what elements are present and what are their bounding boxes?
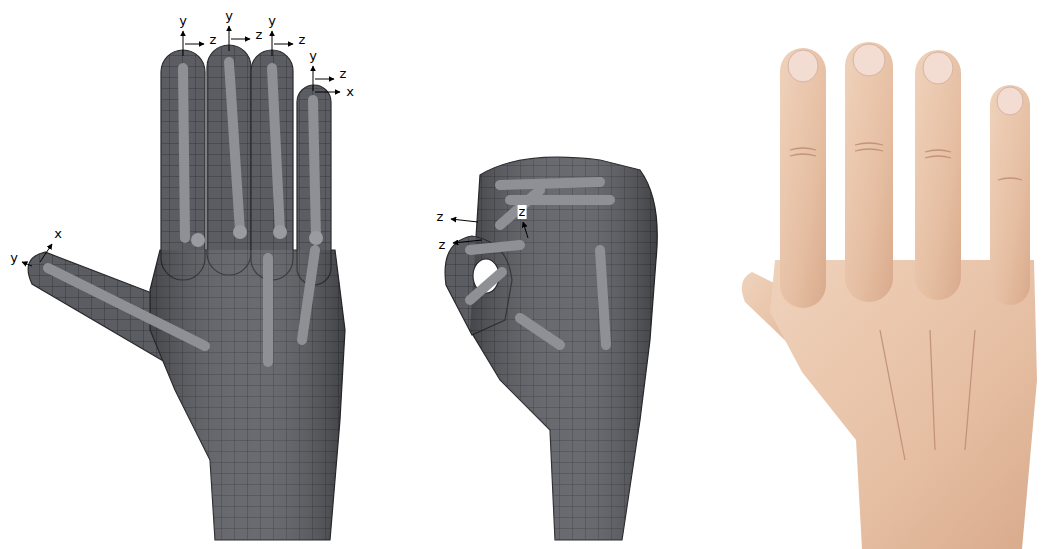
axis-label: z [298, 33, 307, 47]
axis-label: y [178, 14, 188, 28]
axis-label: z [209, 33, 218, 47]
fingernails [788, 44, 1023, 115]
axis-label: z [436, 210, 445, 224]
axis-label: z [518, 205, 527, 219]
axis-label: z [438, 238, 447, 252]
mesh-hand-closed [445, 157, 657, 540]
bone-rig [48, 62, 323, 362]
axis-label: z [255, 28, 264, 42]
mesh-hand-open [28, 45, 345, 540]
bone-rig [470, 182, 610, 345]
photo-hand [742, 42, 1037, 549]
axis-label: y [308, 49, 318, 63]
axis-label: x [53, 227, 63, 241]
axis-label: y [224, 9, 234, 23]
axis-arrows [22, 26, 340, 266]
axis-label: z [339, 67, 348, 81]
axis-label: y [9, 251, 19, 265]
axis-label: x [345, 85, 355, 99]
axis-label: y [267, 14, 277, 28]
axis-arrows [451, 219, 528, 243]
knuckle-creases [790, 143, 1022, 460]
